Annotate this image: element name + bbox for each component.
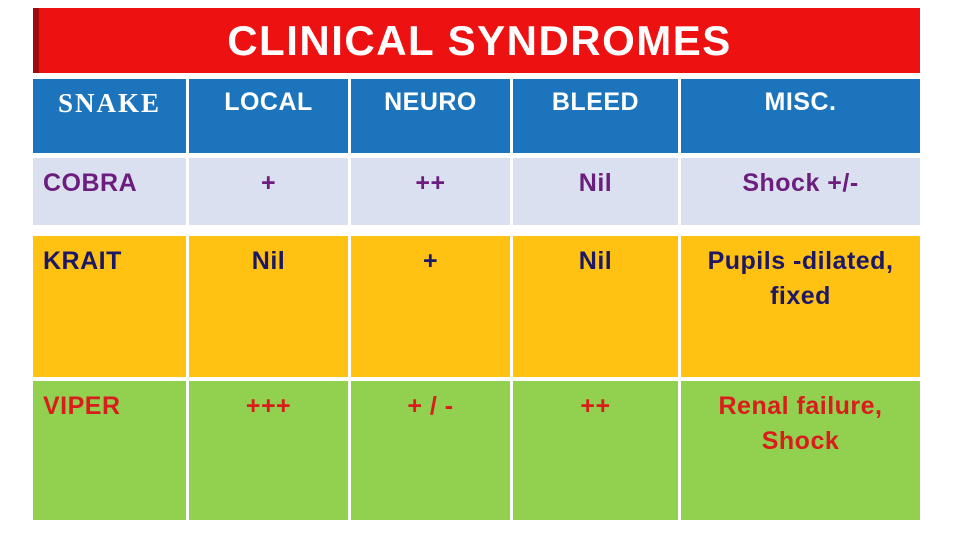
slide-title: CLINICAL SYNDROMES xyxy=(227,16,732,64)
column-header-neuro: NEURO xyxy=(351,79,510,153)
krait-neuro-cell: + xyxy=(351,236,510,377)
krait-bleed-cell: Nil xyxy=(513,236,678,377)
column-header-bleed: BLEED xyxy=(513,79,678,153)
viper-neuro-cell: + / - xyxy=(351,381,510,520)
table-header-row: SNAKE LOCAL NEURO BLEED MISC. xyxy=(33,79,920,153)
viper-misc-cell: Renal failure, Shock xyxy=(681,381,920,520)
cobra-local-cell: + xyxy=(189,158,348,225)
table-row-cobra: COBRA + ++ Nil Shock +/- xyxy=(33,158,920,225)
column-header-misc: MISC. xyxy=(681,79,920,153)
table-row-viper: VIPER +++ + / - ++ Renal failure, Shock xyxy=(33,381,920,520)
row-label-cobra: COBRA xyxy=(33,158,186,225)
slide-title-banner: CLINICAL SYNDROMES xyxy=(33,8,920,73)
row-label-viper: VIPER xyxy=(33,381,186,520)
cobra-neuro-cell: ++ xyxy=(351,158,510,225)
viper-local-cell: +++ xyxy=(189,381,348,520)
row-label-krait: KRAIT xyxy=(33,236,186,377)
krait-misc-cell: Pupils -dilated, fixed xyxy=(681,236,920,377)
viper-bleed-cell: ++ xyxy=(513,381,678,520)
cobra-bleed-cell: Nil xyxy=(513,158,678,225)
column-header-local: LOCAL xyxy=(189,79,348,153)
column-header-snake: SNAKE xyxy=(33,79,186,153)
cobra-misc-cell: Shock +/- xyxy=(681,158,920,225)
krait-local-cell: Nil xyxy=(189,236,348,377)
table-row-krait: KRAIT Nil + Nil Pupils -dilated, fixed xyxy=(33,236,920,377)
